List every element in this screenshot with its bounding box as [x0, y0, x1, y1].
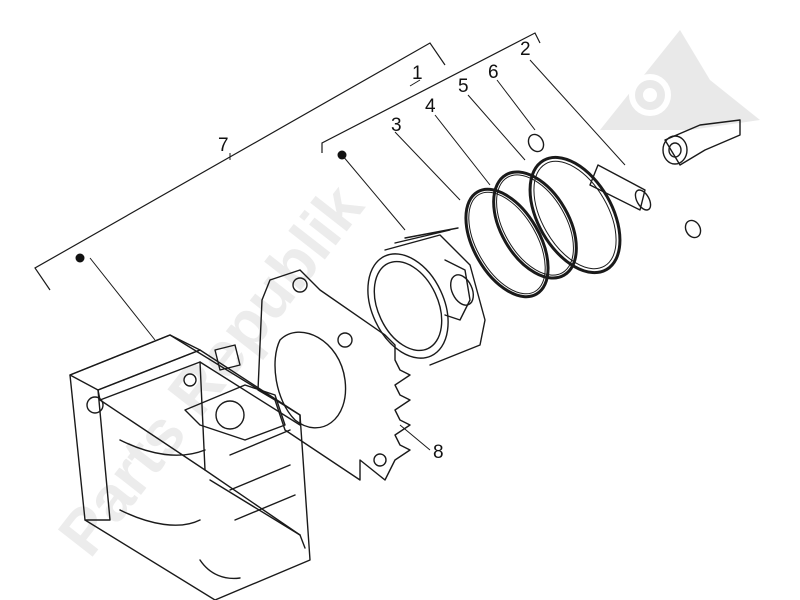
watermark: Parts Republik: [44, 30, 760, 569]
watermark-text: Parts Republik: [44, 171, 377, 569]
piston-ring-6-inner: [533, 160, 617, 270]
label-8: 8: [433, 442, 444, 463]
piston-ring-5-inner: [496, 174, 574, 276]
label-5: 5: [458, 76, 469, 97]
label-2: 2: [520, 39, 531, 60]
watermark-flag-shape: [600, 30, 760, 130]
bullet-dot-1: [337, 150, 347, 160]
label-4: 4: [425, 96, 436, 117]
label-1: 1: [412, 63, 423, 84]
bracket-7: [34, 42, 446, 291]
label-6: 6: [488, 62, 499, 83]
bullet-dot-7: [75, 253, 85, 263]
piston-ring-6: [528, 155, 622, 275]
piston: [367, 227, 486, 366]
cylinder-block: [69, 334, 311, 600]
connecting-rod: [662, 119, 741, 166]
label-7: 7: [218, 135, 229, 156]
piston-pin: [589, 164, 652, 211]
gasket: [257, 269, 411, 481]
label-3: 3: [391, 115, 402, 136]
piston-ring-4: [464, 187, 550, 299]
circlip-upper: [527, 133, 545, 153]
circlip-lower: [684, 219, 702, 239]
leader-lines: [89, 59, 626, 451]
piston-ring-5: [492, 170, 578, 280]
gear-icon: [629, 74, 671, 116]
piston-ring-4-inner: [468, 191, 546, 295]
